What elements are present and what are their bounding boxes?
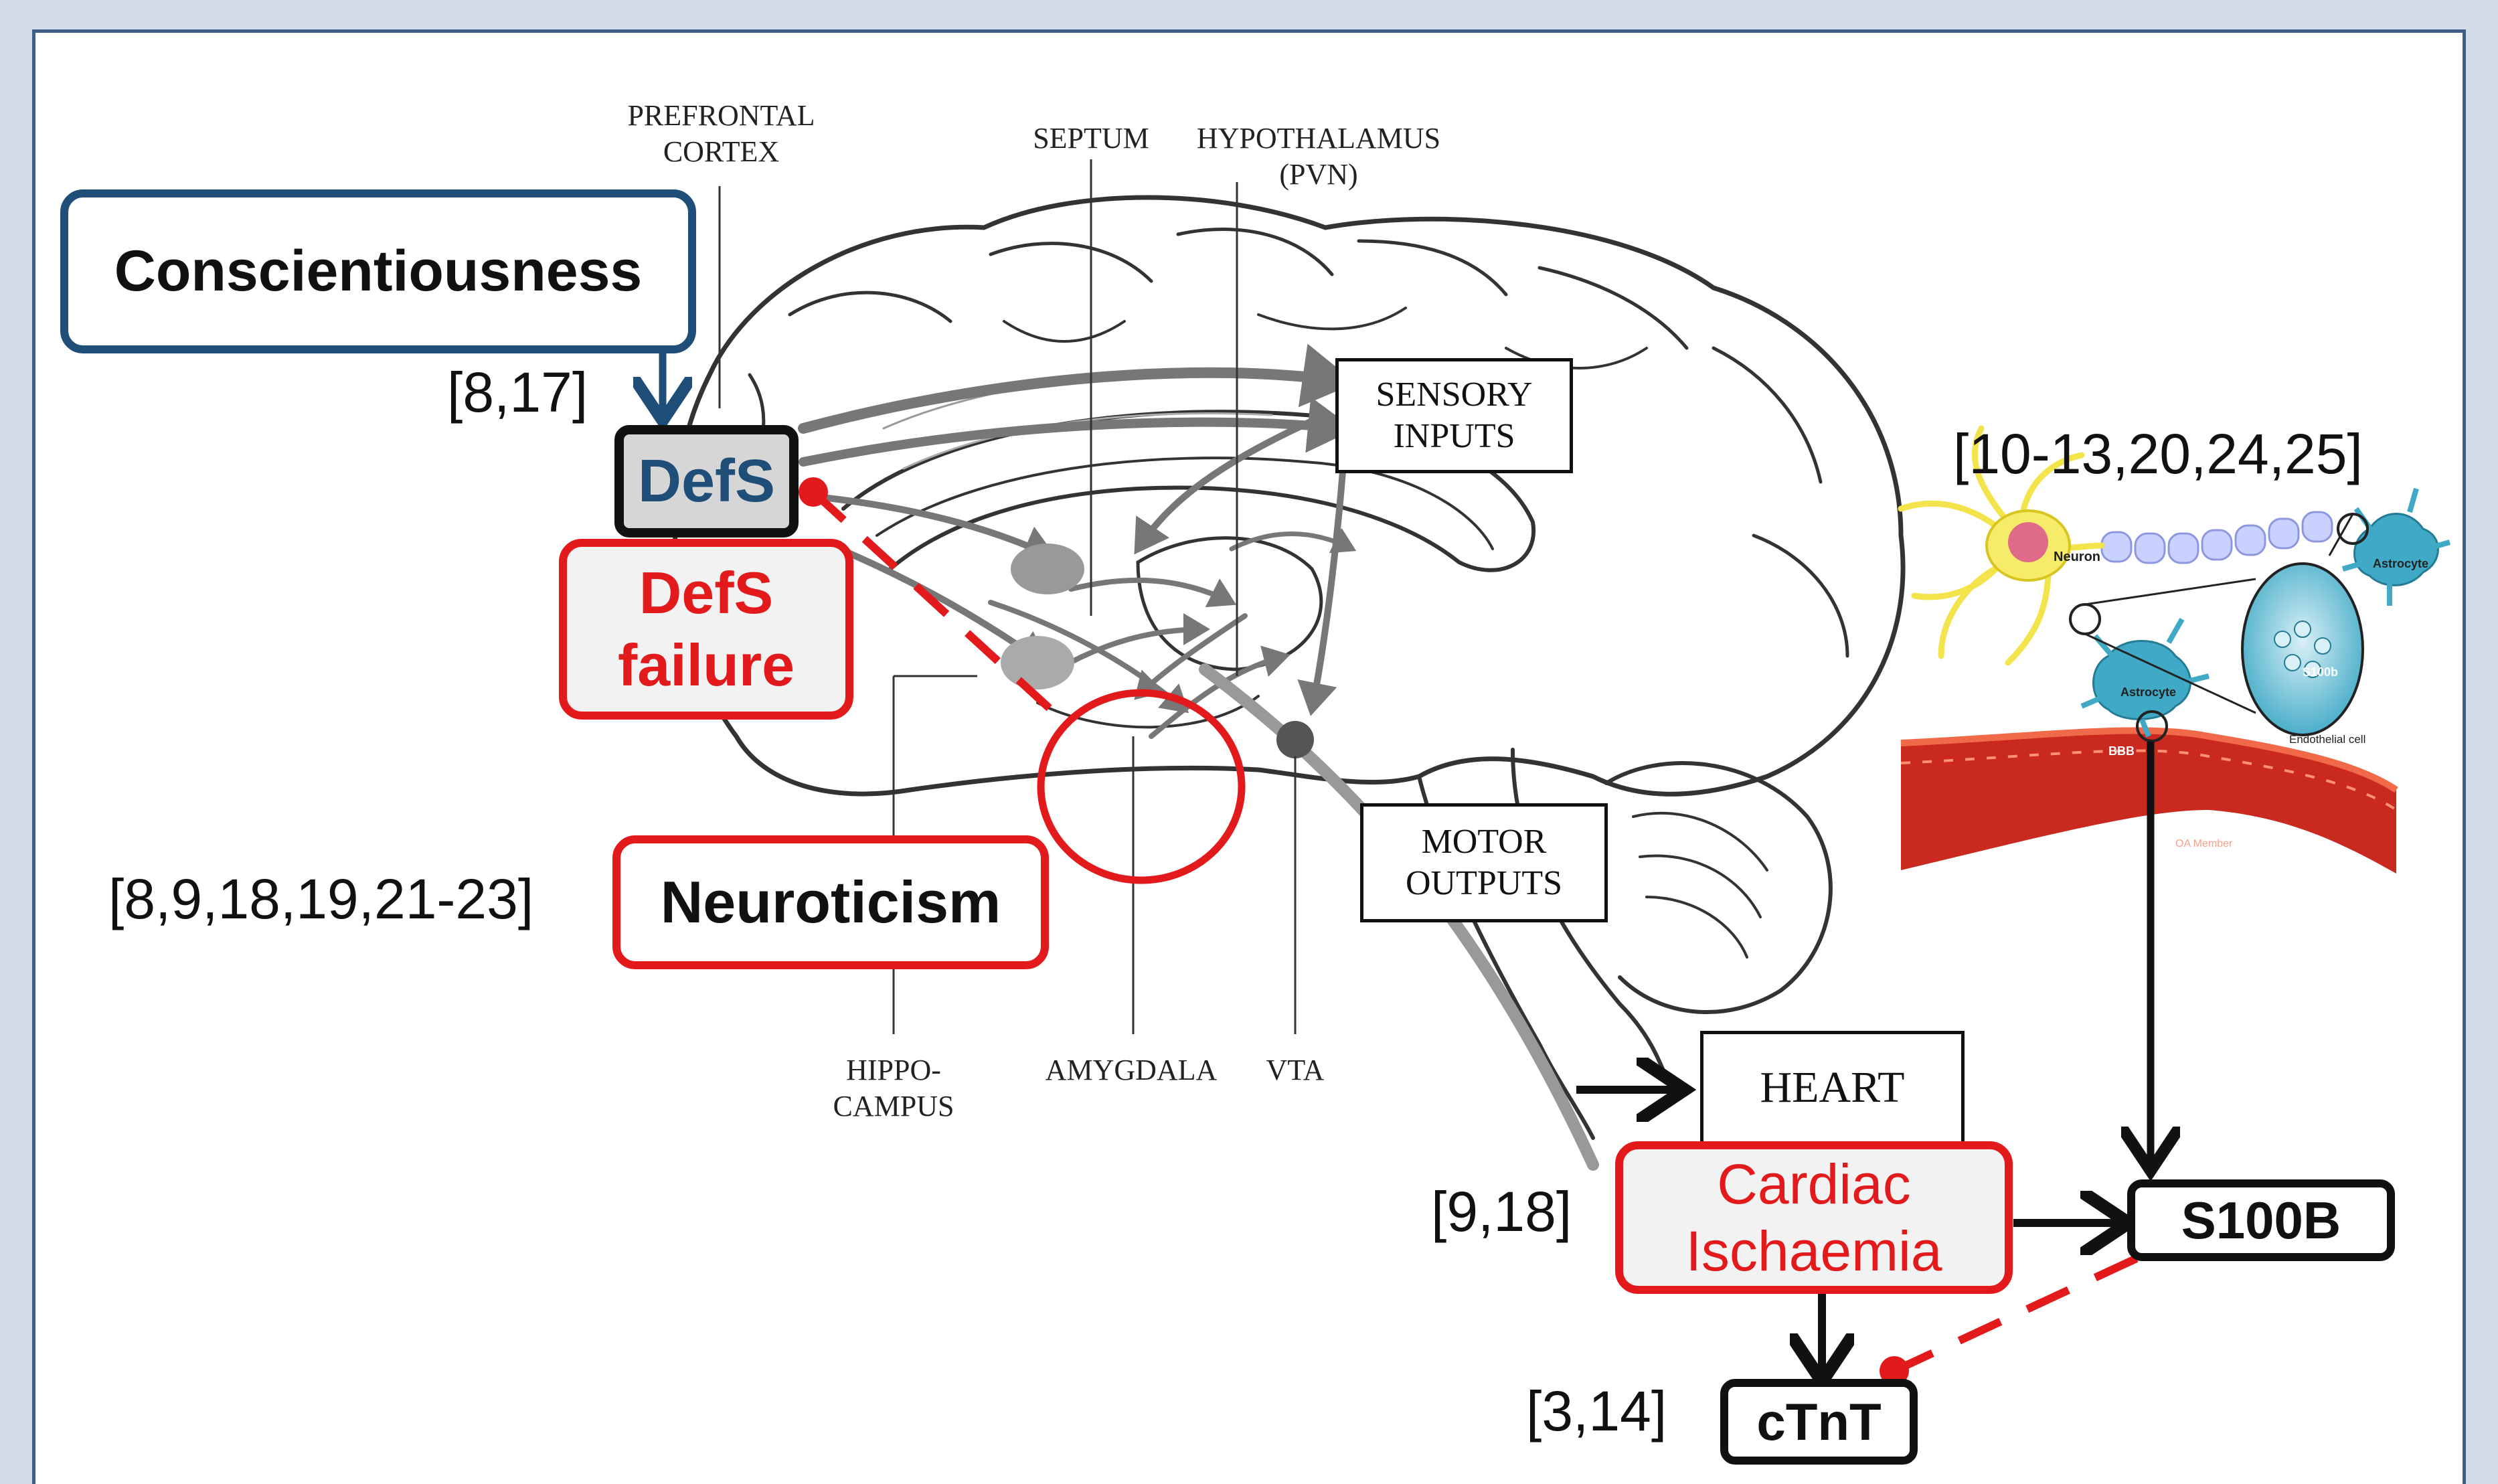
cardiac-reference: [9,18]	[1431, 1179, 1572, 1244]
cardiac-ischaemia-box: Cardiac Ischaemia	[1615, 1141, 2013, 1294]
rbc-label: OA Member	[2175, 838, 2233, 849]
limbic-node	[1001, 636, 1074, 689]
septum-label: SEPTUM	[1004, 120, 1178, 157]
neuron-label: Neuron	[2054, 550, 2100, 564]
defs-failure-box: DefS failure	[559, 539, 853, 720]
hippocampus-label: HIPPO- CAMPUS	[810, 1052, 977, 1125]
s100b-inset-label: S100b	[2303, 665, 2338, 679]
amygdala-label: AMYGDALA	[1031, 1052, 1232, 1088]
ctnt-box: cTnT	[1720, 1379, 1918, 1465]
bbb-label: BBB	[2108, 744, 2135, 758]
astrocyte-bottom-label: Astrocyte	[2120, 685, 2176, 699]
amygdala-highlight-circle	[1041, 693, 1242, 880]
prefrontal-cortex-label: PREFRONTAL CORTEX	[606, 98, 837, 170]
s100b-box: S100B	[2127, 1179, 2395, 1261]
hypothalamus-label: HYPOTHALAMUS (PVN)	[1178, 120, 1459, 193]
brain-sagittal-illustration	[675, 197, 1903, 1138]
sensory-inputs-box: SENSORY INPUTS	[1335, 358, 1573, 473]
conscientiousness-box: Conscientiousness	[60, 189, 696, 353]
endothelial-label: Endothelial cell	[2289, 733, 2365, 746]
motor-outputs-box: MOTOR OUTPUTS	[1360, 803, 1608, 922]
pvn-node	[1011, 544, 1084, 594]
defs-inhibit-dot	[799, 477, 828, 507]
astrocyte-top-label: Astrocyte	[2373, 557, 2428, 570]
vta-node	[1276, 721, 1314, 758]
heart-box: HEART	[1700, 1031, 1965, 1145]
neuroticism-box: Neuroticism	[612, 835, 1049, 969]
ctnt-reference: [3,14]	[1526, 1379, 1667, 1444]
defs-box: DefS	[614, 425, 799, 538]
vta-label: VTA	[1252, 1052, 1339, 1088]
conscientiousness-reference: [8,17]	[447, 360, 588, 425]
neuroticism-reference: [8,9,18,19,21-23]	[108, 867, 533, 932]
neuron-astrocyte-bbb-illustration: Neuron Astrocyte Astrocyte S100b BBB End…	[1901, 428, 2450, 874]
s100b-inset-reference: [10-13,20,24,25]	[1953, 422, 2363, 487]
